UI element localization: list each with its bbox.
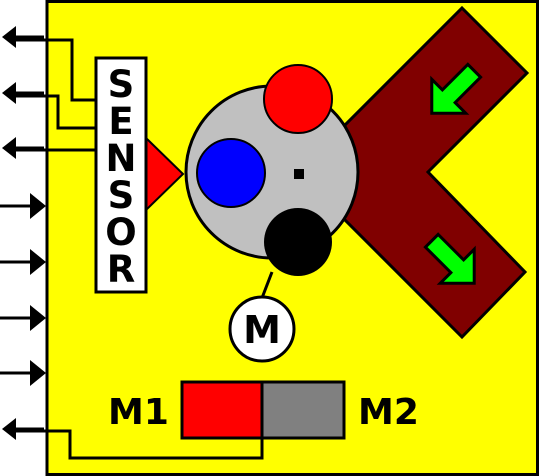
sensor-letter-6: R xyxy=(107,248,136,291)
red-ball xyxy=(263,64,333,134)
motor-icon xyxy=(228,295,296,363)
port-rail xyxy=(0,0,46,476)
motor-switch-label-m1: M1 xyxy=(108,392,169,433)
flow-arrow-bottom xyxy=(423,232,476,285)
flow-arrow-top xyxy=(430,62,483,115)
sensor-label: S E N S O R xyxy=(105,63,136,291)
sensor-wires xyxy=(12,38,96,152)
sensor-wire-2 xyxy=(12,94,96,130)
disc-axle xyxy=(294,169,304,179)
sensor-letter-5: O xyxy=(105,211,136,254)
input-port-arrow-7 xyxy=(0,360,46,386)
motor-switch-label-m2: M2 xyxy=(358,392,419,433)
sensor-letter-2: E xyxy=(108,100,133,143)
input-port-arrow-5 xyxy=(0,249,46,275)
sensor-box xyxy=(94,56,148,294)
sensor-letter-3: N xyxy=(106,137,137,180)
output-port-arrow-3 xyxy=(2,137,44,159)
input-port-arrow-6 xyxy=(0,305,46,331)
switch-wire xyxy=(12,429,264,460)
port-arrows xyxy=(0,26,46,440)
motor-switch-m2[interactable] xyxy=(260,380,346,440)
sensor-letter-1: S xyxy=(108,63,135,106)
output-port-arrow-2 xyxy=(2,82,44,104)
motor-label: M xyxy=(243,308,281,352)
sensor-wire-1 xyxy=(12,38,96,102)
blue-ball xyxy=(196,138,266,208)
motor-switch-m1[interactable] xyxy=(180,380,264,440)
output-port-arrow-1 xyxy=(2,26,44,48)
motor-shaft xyxy=(260,271,274,299)
sensor-letter-4: S xyxy=(108,174,135,217)
input-port-arrow-4 xyxy=(0,193,46,219)
black-ball xyxy=(264,208,332,276)
output-port-arrow-8 xyxy=(2,418,44,440)
